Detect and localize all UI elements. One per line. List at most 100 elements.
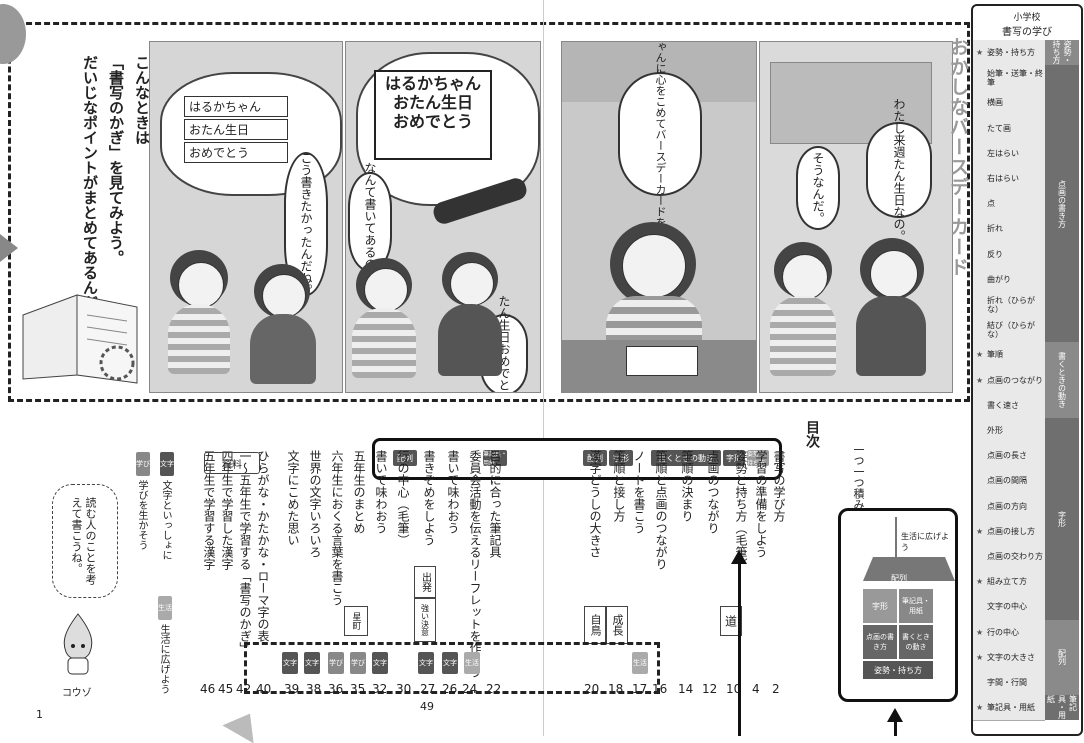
toc-item[interactable]: 書きぞめをしよう	[422, 450, 436, 546]
toc-item[interactable]: ノートを書こう	[632, 450, 646, 534]
sidebar-item[interactable]: 反り	[973, 241, 1045, 268]
sidebar-item[interactable]: ★姿勢・持ち方	[973, 40, 1045, 67]
girl5-face	[622, 234, 686, 298]
toc-item[interactable]: 書写の学び方	[772, 450, 786, 522]
center-page-number: 49	[420, 700, 434, 713]
sign-line-3: おめでとう	[184, 142, 288, 163]
sidebar-item-label: 文字の中心	[987, 602, 1027, 612]
brush-sample: 星町	[344, 606, 368, 636]
intro-line-3: だいじなポイントがまとめてあるんだ。	[81, 55, 99, 325]
sidebar-item[interactable]: 点画の長さ	[973, 443, 1045, 470]
toc-item[interactable]: 点画のつながり	[706, 450, 720, 534]
comic-panel-1: はるかちゃん おたん生日 おめでとう こう書きたかったんだね。	[149, 41, 343, 393]
sidebar-item[interactable]: ★点画の接し方	[973, 518, 1045, 545]
toc-item[interactable]: 書いて味わおう	[374, 450, 388, 534]
star-icon: ★	[976, 627, 984, 637]
toc-item[interactable]: 筆順と点画のつながり	[654, 450, 668, 570]
sidebar-item[interactable]: 字間・行間	[973, 670, 1045, 697]
toc-item[interactable]: 筆順と接し方	[612, 450, 626, 522]
girl3-face	[364, 268, 408, 312]
sidebar-item-label: 点画のつながり	[987, 375, 1043, 385]
toc-item[interactable]: 四年生で学習した漢字	[220, 450, 234, 570]
toc-item[interactable]: 六年生におくる言葉を書こう	[330, 450, 344, 606]
sidebar-item[interactable]: 外形	[973, 418, 1045, 445]
legend-text-moji: 文字といっしょに	[160, 480, 171, 560]
sidebar-item[interactable]: 点画の間隔	[973, 468, 1045, 495]
sidebar-item[interactable]: ★組み立て方	[973, 569, 1045, 596]
star-icon: ★	[976, 526, 984, 536]
legend-tag-moji: 文字	[160, 452, 174, 476]
tag-jikei: 字形	[609, 450, 633, 466]
arrow-shaft-2	[894, 722, 897, 736]
sidebar-item[interactable]: ★行の中心	[973, 619, 1045, 646]
sidebar-item[interactable]: ★点画のつながり	[973, 367, 1045, 394]
sidebar-item[interactable]: 曲がり	[973, 266, 1045, 293]
tag-hairetsu: 配列	[393, 450, 417, 466]
toc-item[interactable]: 一〜五年生で学習する「書写のかぎ」	[238, 450, 252, 654]
sidebar-item-label: 外形	[987, 426, 1003, 436]
sidebar-item[interactable]: 点	[973, 191, 1045, 218]
legend-tag-manabi: 学び	[136, 452, 150, 476]
pyramid-level-shisei: 姿勢・持ち方	[863, 661, 933, 679]
toc-item[interactable]: 五年生のまとめ	[352, 450, 366, 534]
toc-item[interactable]: 筆順の決まり	[680, 450, 694, 522]
toc-item[interactable]: 行の中心（毛筆）	[396, 450, 410, 546]
sidebar-item[interactable]: ★文字の大きさ	[973, 644, 1045, 671]
sidebar-subtitle: 書写の学び	[1002, 27, 1052, 38]
toc-item[interactable]: ひらがな・かたかな・ローマ字の表	[256, 450, 270, 642]
brush-sample: 成長	[606, 606, 628, 644]
star-icon: ★	[976, 577, 984, 587]
toc-item[interactable]: 世界の文字いろいろ	[308, 450, 322, 558]
pyramid-roof	[863, 557, 955, 581]
sidebar-item-label: 点画の交わり方	[987, 552, 1043, 562]
sidebar-item-label: 折れ（ひらがな）	[987, 295, 1035, 314]
toc-item[interactable]: 文字にこめた思い	[286, 450, 300, 546]
sidebar-item-label: 始筆・送筆・終筆	[987, 68, 1043, 87]
sidebar-item-label: 反り	[987, 249, 1003, 259]
reader-note-bubble: 読む人のことを考えて書こうね。	[52, 484, 118, 598]
tag-hairetsu-2: 配列	[583, 450, 607, 466]
sidebar-item-label: 書く速さ	[987, 400, 1019, 410]
sidebar-item[interactable]: 結び（ひらがな）	[973, 317, 1045, 344]
toc-item[interactable]: 書いて味わおう	[446, 450, 460, 534]
toc-item[interactable]: 姿勢と持ち方（毛筆）	[734, 450, 748, 570]
sidebar-item-label: 点画の間隔	[987, 476, 1027, 486]
girl-sweater	[168, 304, 230, 374]
sidebar-item[interactable]: 点画の方向	[973, 493, 1045, 520]
toc-item[interactable]: 漢字どうしの大きさ	[588, 450, 602, 558]
sidebar-item[interactable]: 折れ	[973, 216, 1045, 243]
toc-item[interactable]: 委員会活動を伝えるリーフレットを作ろう	[468, 450, 482, 678]
sidebar-item[interactable]: 左はらい	[973, 140, 1045, 167]
sidebar-category: 点画の書き方	[1045, 65, 1079, 344]
sidebar-item-label: 折れ	[987, 224, 1003, 234]
pyramid-level-tenkaku: 点画の書き方	[863, 625, 897, 659]
sidebar-item-label: 左はらい	[987, 148, 1019, 158]
toc-item[interactable]: 五年生で学習する漢字	[202, 450, 216, 570]
sidebar-item[interactable]: ★筆記具・用紙	[973, 695, 1045, 722]
sidebar-item[interactable]: 折れ（ひらがな）	[973, 292, 1045, 319]
big-sign-2: おたん生日	[392, 93, 473, 112]
sidebar-item[interactable]: 書く速さ	[973, 392, 1045, 419]
sidebar-item-label: たて画	[987, 123, 1011, 133]
sidebar-item[interactable]: 始筆・送筆・終筆	[973, 65, 1045, 92]
sidebar-item[interactable]: 点画の交わり方	[973, 544, 1045, 571]
toc-page: 10	[726, 682, 742, 696]
sidebar-item-label: 点画の方向	[987, 501, 1027, 511]
girl6-face	[782, 254, 828, 300]
sidebar-item[interactable]: ★筆順	[973, 342, 1045, 369]
sidebar-item[interactable]: たて画	[973, 115, 1045, 142]
small-tag: 生活	[464, 652, 480, 674]
brush-sample: 道	[720, 606, 742, 636]
toc-item[interactable]: 目的に合った筆記具	[488, 450, 502, 558]
small-tag: 学び	[350, 652, 366, 674]
toc-item[interactable]: 学習の準備をしよう	[754, 450, 768, 558]
topic-tag-bar: 配列 筆記具・用紙 配列 字形 書くときの動き 字形 姿勢・持ち方	[372, 438, 782, 480]
brush-sample: 強い決意	[414, 598, 436, 642]
small-tag: 学び	[328, 652, 344, 674]
sidebar-item[interactable]: 右はらい	[973, 166, 1045, 193]
sidebar-header: 小学校 書写の学び	[973, 6, 1081, 40]
comic-title: おかしなバースデーカード	[947, 37, 969, 277]
sidebar-item[interactable]: 横画	[973, 90, 1045, 117]
toc-page: 14	[678, 682, 694, 696]
sidebar-item[interactable]: 文字の中心	[973, 594, 1045, 621]
